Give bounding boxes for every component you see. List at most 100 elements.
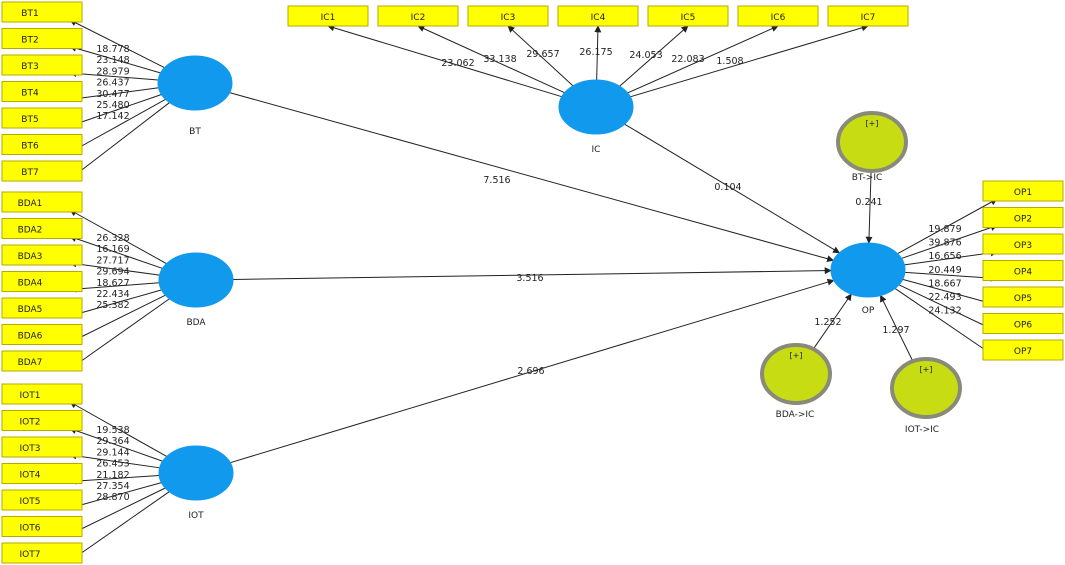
path-coefficient-bdaxic-to-op: 1.252	[814, 317, 841, 328]
indicator-label-op4: OP4	[1014, 268, 1033, 278]
loading-arrow-bt2	[69, 44, 161, 74]
indicator-iot2[interactable]	[1, 410, 83, 431]
loading-arrow-iot2	[69, 427, 163, 462]
expand-badge-iot-ic[interactable]: [+]	[920, 365, 933, 374]
latent-variable-bda-ic[interactable]	[760, 343, 832, 405]
expand-badge-bda-ic[interactable]: [+]	[790, 351, 803, 360]
indicator-bda7[interactable]	[1, 350, 83, 372]
indicator-bt2[interactable]	[1, 28, 83, 49]
indicator-bt7[interactable]	[1, 160, 83, 182]
indicator-label-iot3: IOT3	[20, 444, 41, 454]
indicator-bda6[interactable]	[1, 324, 83, 345]
indicator-bda1[interactable]	[1, 191, 83, 213]
loading-value-iot3: 29.144	[96, 447, 129, 458]
loading-value-ic3: 29.657	[526, 49, 559, 60]
loading-value-bt2: 23.148	[96, 55, 129, 66]
indicator-iot5[interactable]	[1, 489, 83, 511]
loading-arrow-bda6	[69, 294, 166, 343]
loading-arrow-bt6	[69, 98, 166, 153]
indicator-label-bt3: BT3	[21, 62, 38, 72]
indicator-ic1[interactable]	[287, 5, 369, 27]
indicator-label-bda1: BDA1	[18, 199, 43, 209]
indicator-bt5[interactable]	[1, 107, 83, 129]
indicator-iot6[interactable]	[1, 516, 83, 537]
indicator-label-bda2: BDA2	[18, 226, 43, 236]
indicator-ic6[interactable]	[737, 5, 819, 27]
loading-value-bda1: 26.328	[96, 233, 129, 244]
latent-variable-bt[interactable]	[157, 55, 233, 111]
loading-value-op2: 39.876	[928, 238, 961, 249]
loading-arrow-ic7	[630, 24, 869, 98]
indicator-ic7[interactable]	[827, 5, 909, 27]
indicator-ic4[interactable]	[557, 5, 639, 27]
indicator-iot4[interactable]	[1, 463, 83, 484]
indicator-bt4[interactable]	[1, 81, 83, 102]
indicator-label-bt2: BT2	[21, 36, 38, 46]
indicator-bt3[interactable]	[1, 54, 83, 76]
latent-variable-iot-ic[interactable]	[890, 357, 962, 419]
loading-arrow-op7	[894, 288, 998, 359]
indicator-op3[interactable]	[982, 233, 1064, 255]
indicator-ic3[interactable]	[467, 5, 549, 27]
indicator-label-bda7: BDA7	[18, 358, 43, 368]
loading-value-bda7: 25.382	[96, 300, 129, 311]
indicator-op4[interactable]	[982, 260, 1064, 281]
indicator-bda4[interactable]	[1, 271, 83, 292]
loading-arrow-ic6	[627, 25, 779, 94]
indicator-op5[interactable]	[982, 286, 1064, 308]
indicator-label-bda4: BDA4	[18, 279, 43, 289]
latent-variable-ic[interactable]	[558, 79, 634, 135]
indicator-ic5[interactable]	[647, 5, 729, 27]
latent-variable-bda[interactable]	[158, 252, 234, 308]
latent-variable-label-iot-ic: IOT->IC	[905, 425, 939, 435]
indicator-bda3[interactable]	[1, 244, 83, 266]
loading-arrow-bda1	[69, 209, 167, 265]
indicator-op1[interactable]	[982, 180, 1064, 202]
indicator-op7[interactable]	[982, 339, 1064, 361]
loading-value-iot1: 19.538	[96, 425, 129, 436]
indicator-ic2[interactable]	[377, 5, 459, 27]
indicator-iot7[interactable]	[1, 542, 83, 564]
path-coefficient-btxic-to-op: 0.241	[855, 197, 882, 208]
indicator-label-bt4: BT4	[21, 89, 39, 99]
latent-variable-op[interactable]	[830, 242, 906, 298]
loading-value-bt1: 18.778	[96, 44, 129, 55]
latent-variable-label-op: OP	[862, 306, 875, 316]
loading-value-bt3: 28.979	[96, 66, 129, 77]
loading-value-iot7: 28.870	[96, 492, 129, 503]
loading-value-ic1: 23.062	[441, 58, 474, 69]
loading-arrow-bda3	[69, 260, 160, 276]
path-arrow-bda-to-op	[232, 267, 832, 280]
loading-value-iot5: 21.182	[96, 470, 129, 481]
loading-value-ic4: 26.175	[579, 47, 612, 58]
indicator-bt1[interactable]	[1, 1, 83, 23]
indicator-iot3[interactable]	[1, 436, 83, 458]
loading-arrow-ic5	[619, 25, 689, 87]
expand-badge-bt-ic[interactable]: [+]	[866, 119, 879, 128]
loading-arrow-op5	[902, 278, 998, 307]
loading-arrow-bda2	[69, 235, 163, 269]
indicator-bda2[interactable]	[1, 218, 83, 239]
indicator-bda5[interactable]	[1, 297, 83, 319]
indicator-label-bt5: BT5	[21, 115, 38, 125]
indicator-iot1[interactable]	[1, 383, 83, 405]
latent-variable-label-bda-ic: BDA->IC	[776, 410, 815, 420]
indicator-op6[interactable]	[982, 313, 1064, 334]
latent-variable-bt-ic[interactable]	[836, 111, 908, 173]
indicator-bt6[interactable]	[1, 134, 83, 155]
loading-arrow-op1	[897, 198, 998, 255]
path-coefficient-iotxic-to-op: 1.297	[882, 325, 909, 336]
path-coefficient-bt-to-op: 7.516	[483, 175, 510, 186]
loading-arrow-ic3	[507, 25, 574, 87]
indicator-label-op1: OP1	[1014, 188, 1032, 198]
indicator-op2[interactable]	[982, 207, 1064, 228]
loading-value-bda5: 18.627	[96, 278, 129, 289]
indicator-label-ic1: IC1	[321, 13, 336, 23]
loading-arrow-iot4	[69, 474, 160, 485]
loading-value-ic5: 24.053	[629, 50, 662, 61]
loading-value-ic2: 33.138	[483, 54, 516, 65]
indicator-label-iot5: IOT5	[20, 497, 41, 507]
loading-arrow-iot6	[69, 487, 166, 535]
loading-arrow-bt7	[69, 102, 170, 180]
latent-variable-iot[interactable]	[158, 445, 234, 501]
